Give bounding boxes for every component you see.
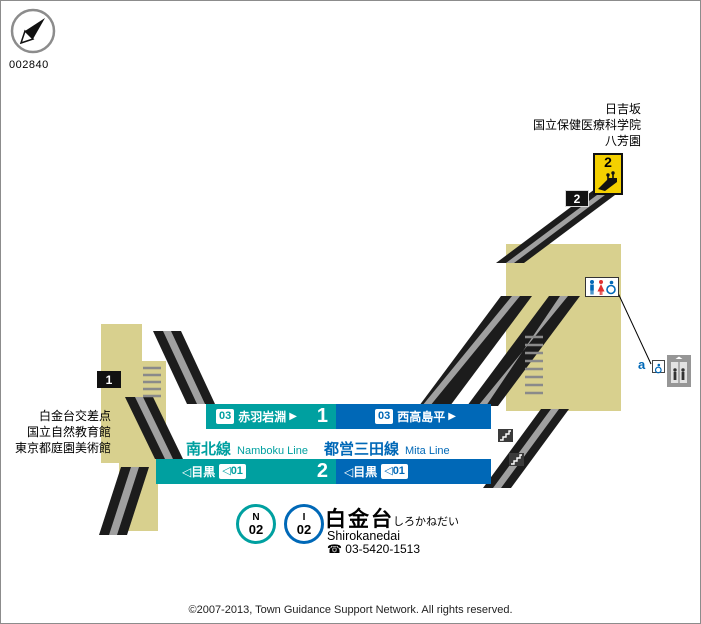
restroom-icon: [585, 277, 619, 297]
elevator-icon: [667, 355, 691, 387]
stairs-icon-left: [143, 366, 161, 398]
stairs-pictogram-1: [498, 429, 513, 442]
landmark-text: 東京都庭園美術館: [14, 441, 111, 455]
station-phone: ☎ 03-5420-1513: [327, 542, 421, 556]
copyright-text: ©2007-2013, Town Guidance Support Networ…: [188, 604, 513, 616]
prev-station-number-badge: ◁01: [219, 464, 246, 479]
exit-2-street-sign: 2: [593, 153, 623, 195]
exit-1-marker: 1: [97, 371, 121, 388]
namboku-station-symbol: N 02: [236, 504, 276, 544]
platform2-namboku-bar: ◁目黒 ◁01 2: [156, 459, 336, 484]
mita-station-symbol: I 02: [284, 504, 324, 544]
next-station-number-badge: 03: [375, 409, 394, 424]
elevator-label: a: [638, 357, 646, 372]
landmarks-left: 白金台交差点 国立自然教育館 東京都庭園美術館: [11, 408, 111, 456]
landmark-text: 国立保健医療科学院: [532, 118, 641, 132]
concourse-area-right: [506, 244, 621, 411]
station-name-romaji: Shirokanedai: [327, 529, 400, 543]
landmark-text: 八芳園: [604, 134, 641, 148]
stair-ramp-left-3: [99, 467, 149, 535]
escalator-ramp-platform-right: [483, 409, 569, 488]
stairs-pictogram-2: [509, 453, 524, 466]
next-station-name: 西高島平: [397, 410, 446, 424]
platform2-mita-bar: ◁目黒 ◁01: [336, 459, 491, 484]
direction-station-name: ◁目黒: [344, 465, 378, 479]
stairs-icon-right: [525, 335, 543, 395]
station-name-jp: 白金台: [325, 508, 394, 531]
stair-ramp-left-1: [153, 331, 215, 404]
line-name-jp: 都営三田線: [324, 441, 400, 458]
wheelchair-icon: [652, 360, 665, 374]
landmark-text: 白金台交差点: [38, 409, 111, 423]
exit-2-marker-number: 2: [573, 191, 581, 206]
line-letter: I: [302, 511, 306, 523]
line-name-jp: 南北線: [186, 441, 232, 458]
line-name-en: Mita Line: [405, 445, 450, 457]
landmark-text: 日吉坂: [604, 102, 641, 116]
next-station-number-badge: 03: [216, 409, 235, 424]
next-station-name: 赤羽岩淵: [238, 410, 287, 424]
station-number: 02: [248, 521, 264, 537]
exit-2-number: 2: [604, 154, 612, 170]
prev-station-number-badge: ◁01: [381, 464, 408, 479]
platform-number-2: 2: [316, 460, 328, 482]
direction-arrow-right: ▶: [448, 411, 456, 422]
line-name-en: Namboku Line: [237, 445, 308, 457]
compass-icon: [10, 8, 56, 54]
escalator-ramp-exit2: [496, 189, 623, 263]
station-name-kana: しろかねだい: [393, 516, 459, 528]
platform-number-1: 1: [316, 405, 328, 427]
escalator-ramp-concourse-1: [419, 296, 532, 406]
platform1-namboku-bar: 03 赤羽岩淵 ▶ 1: [206, 404, 336, 429]
direction-arrow-right: ▶: [289, 411, 297, 422]
escalator-ramp-concourse-2: [467, 296, 580, 406]
map-id-label: 002840: [9, 59, 49, 71]
station-number: 02: [296, 521, 312, 537]
elevator-leader-line: [617, 292, 652, 365]
platform1-mita-bar: 03 西高島平 ▶: [336, 404, 491, 429]
escalator-icon: [598, 171, 617, 191]
landmark-text: 国立自然教育館: [26, 425, 111, 439]
line-letter: N: [252, 511, 260, 523]
landmarks-top-right: 日吉坂 国立保健医療科学院 八芳園: [501, 101, 641, 149]
namboku-line-label: 南北線 Namboku Line: [186, 438, 308, 458]
mita-line-label: 都営三田線 Mita Line: [324, 438, 450, 458]
stair-ramp-left-2: [125, 397, 183, 459]
exit-1-marker-number: 1: [105, 372, 113, 387]
exit-2-marker: 2: [565, 190, 589, 207]
direction-station-name: ◁目黒: [182, 465, 216, 479]
